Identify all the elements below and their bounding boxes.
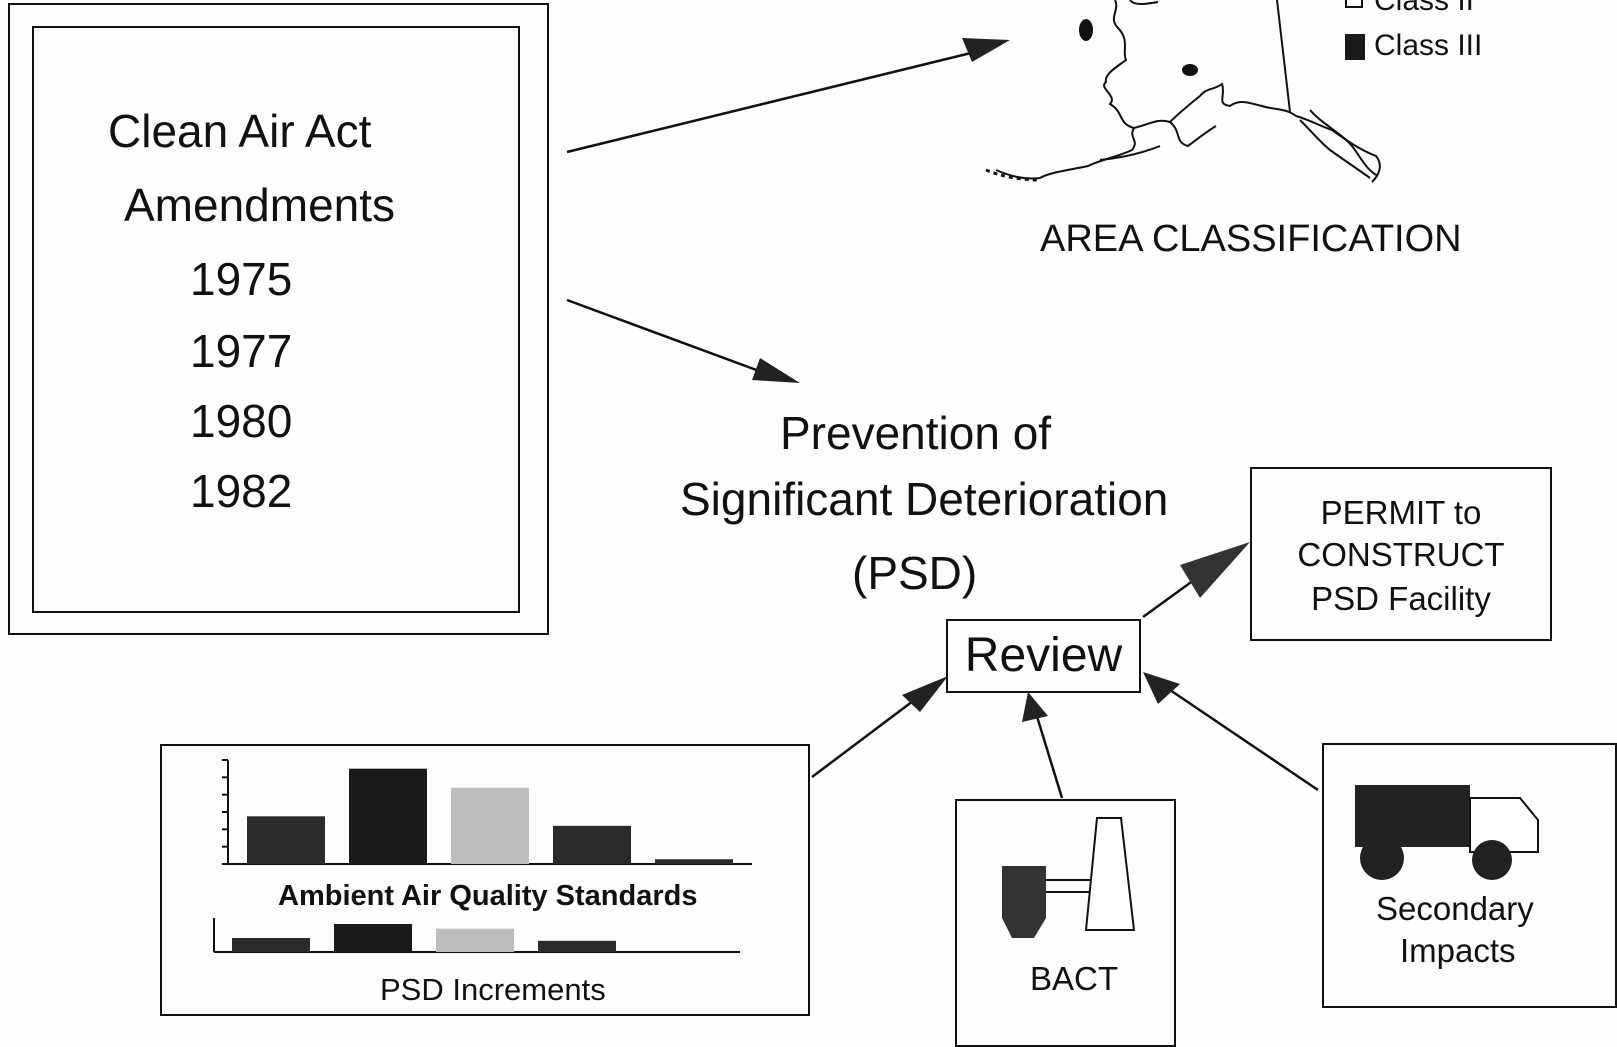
arrow-secondary-to-review: [1169, 688, 1319, 792]
truck-wheel-front: [1472, 840, 1512, 880]
arrow-head-secondary: [1143, 672, 1180, 704]
arrow-standards-to-review: [811, 691, 926, 778]
ambient-chart-label: Ambient Air Quality Standards: [278, 880, 698, 912]
increments-bar: [436, 928, 514, 952]
amendments-year-1982: 1982: [190, 465, 293, 517]
bact-box: [955, 799, 1176, 1047]
ambient-bar: [655, 859, 733, 864]
island-1: [1079, 19, 1093, 41]
review-box: [946, 619, 1141, 693]
bact-filter-icon: [1002, 866, 1046, 938]
arrow-bact-to-review: [1033, 709, 1064, 799]
permit-box: [1250, 467, 1552, 641]
increments-bar: [538, 940, 616, 952]
legend-swatch-class-ii: [1345, 0, 1363, 8]
secondary-impacts-line1: Secondary: [1376, 890, 1534, 927]
psd-title-line2: Significant Deterioration: [680, 473, 1169, 525]
arrow-head-bact: [1022, 692, 1048, 722]
ambient-bar: [553, 825, 631, 864]
legend-leader-line: [1276, 0, 1291, 113]
arrow-head-standards: [902, 676, 948, 712]
secondary-impacts-line2: Impacts: [1400, 932, 1516, 969]
permit-line3: PSD Facility: [1311, 580, 1491, 617]
psd-title-line3: (PSD): [852, 547, 978, 599]
legend-label-class-iii: Class III: [1374, 29, 1483, 62]
alaska-map: [995, 0, 1381, 183]
permit-line1: PERMIT to: [1320, 494, 1482, 531]
area-classification-caption: AREA CLASSIFICATION: [1040, 218, 1462, 260]
legend-label-class-ii: Class II: [1374, 0, 1475, 17]
increments-bar: [334, 924, 412, 952]
review-label: Review: [964, 629, 1123, 682]
amendments-year-1975: 1975: [190, 253, 293, 305]
amendments-title-line2: Amendments: [124, 179, 396, 231]
increments-chart-label: PSD Increments: [380, 972, 606, 1007]
amendments-title-line1: Clean Air Act: [108, 105, 372, 157]
legend-swatch-class-iii: [1345, 34, 1365, 60]
ambient-bar: [247, 816, 325, 864]
psd-title-line1: Prevention of: [780, 407, 1052, 459]
amendments-year-1980: 1980: [190, 395, 293, 447]
bact-stack-icon: [1084, 817, 1136, 931]
increments-bar: [232, 938, 310, 952]
arrow-head-permit: [1180, 542, 1250, 598]
arrow-head-area: [962, 38, 1010, 62]
ambient-bar: [349, 768, 427, 864]
ambient-bar: [451, 787, 529, 864]
amendments-year-1977: 1977: [190, 325, 293, 377]
truck-wheel-rear: [1360, 836, 1404, 880]
arrow-head-psd: [752, 358, 800, 383]
bact-label: BACT: [1030, 960, 1119, 997]
permit-line2: CONSTRUCT: [1297, 536, 1505, 573]
truck-cab-icon: [1469, 797, 1539, 853]
amendments-inner-box: [32, 26, 520, 613]
aleutian-chain: [985, 168, 1041, 182]
arrow-to-area-classification: [566, 50, 976, 154]
island-2: [1182, 64, 1198, 76]
truck-cargo-icon: [1355, 785, 1470, 847]
arrow-to-psd: [566, 298, 771, 377]
